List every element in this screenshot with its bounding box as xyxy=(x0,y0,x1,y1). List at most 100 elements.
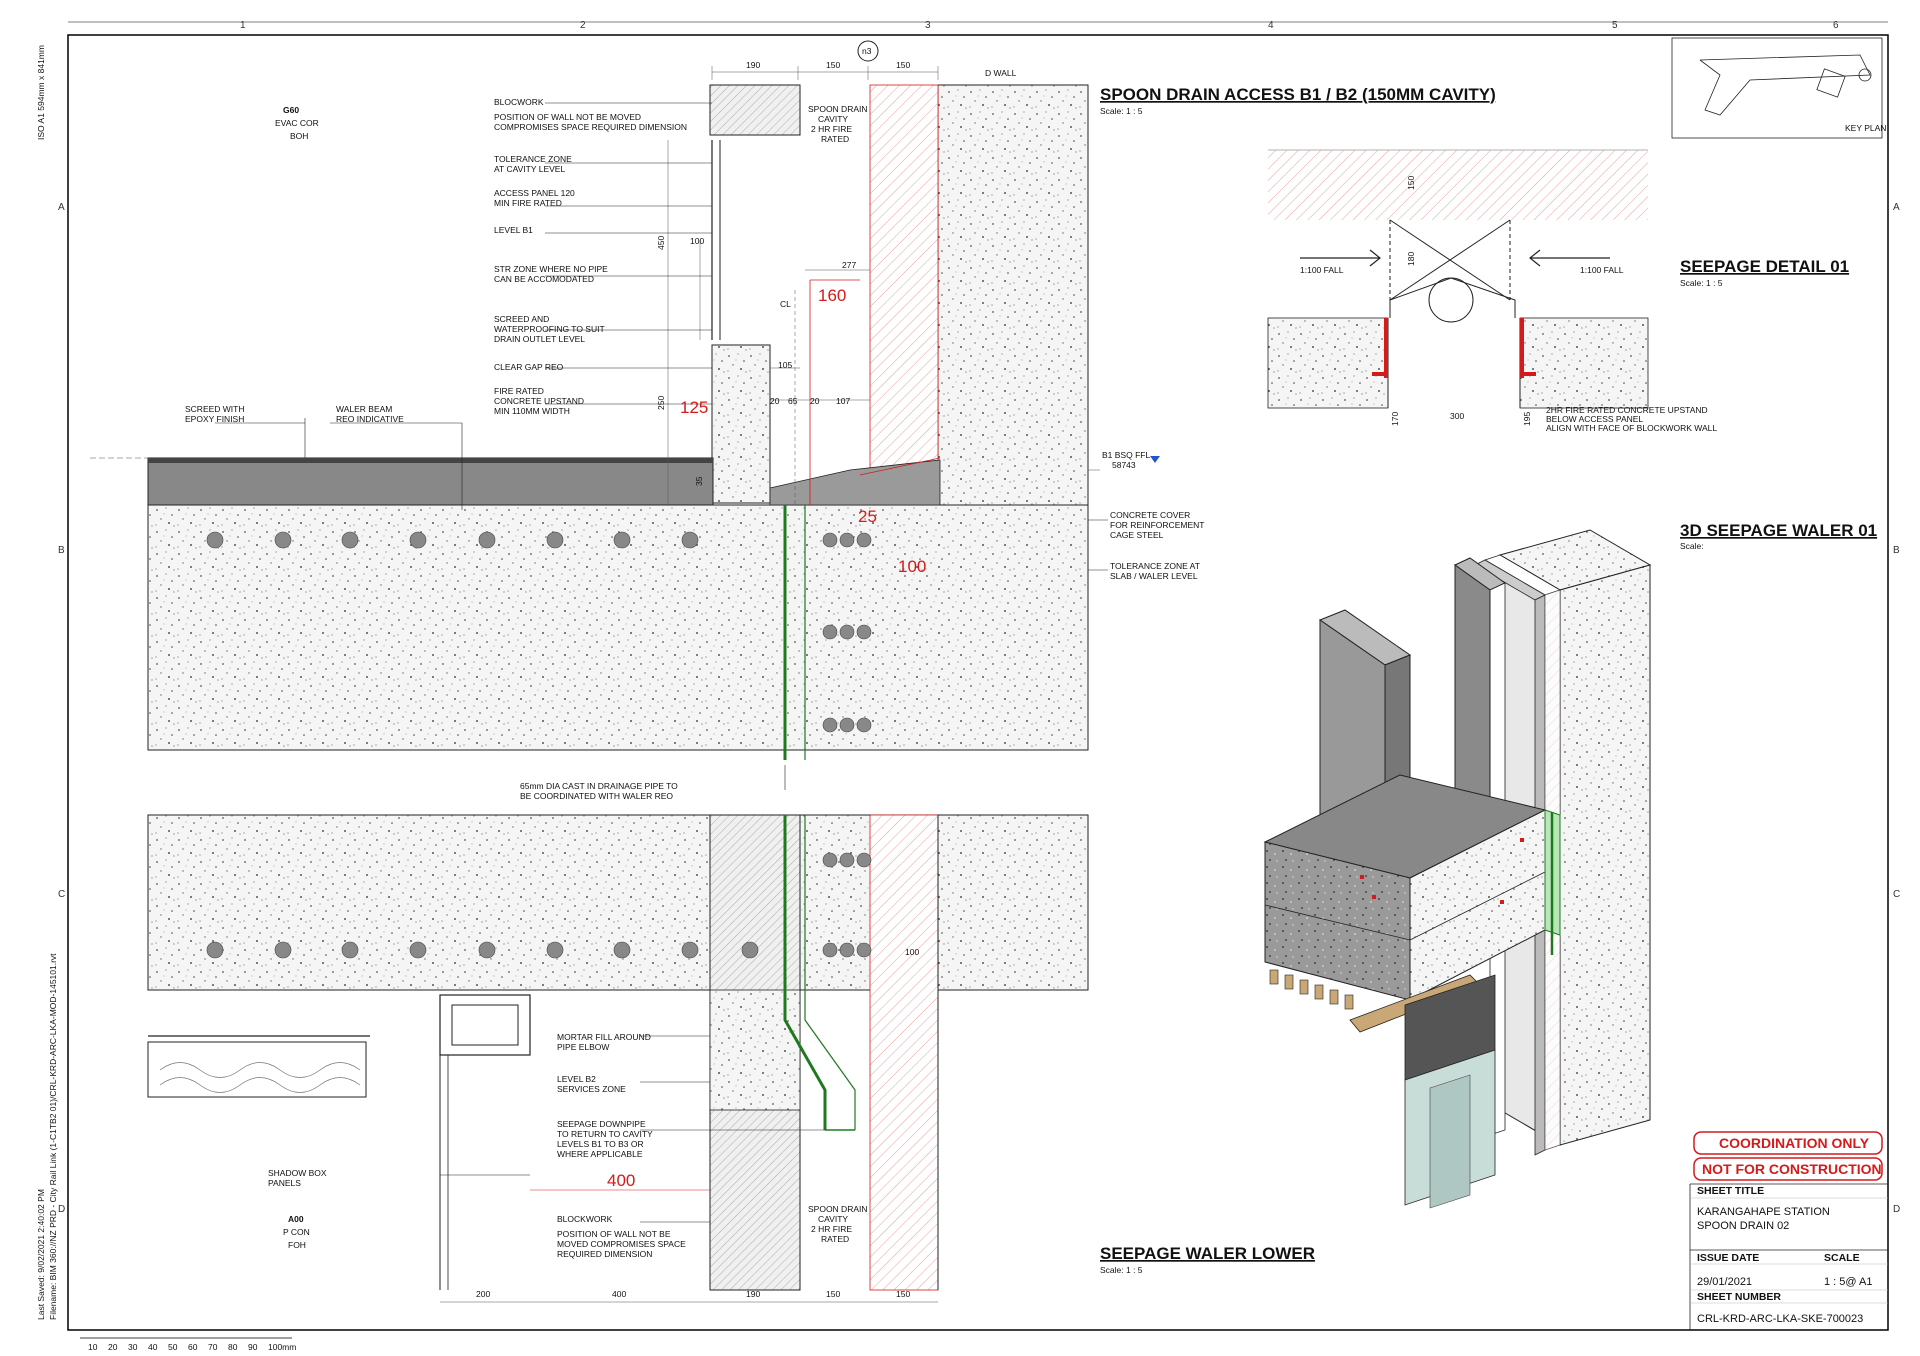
grid-row-b-right: B xyxy=(1893,545,1900,556)
last-saved: Last Saved: 9/02/2021 2:40:02 PM xyxy=(36,1189,46,1320)
note-waler-1: WALER BEAM xyxy=(336,404,392,414)
spoon-bot-3: 2 HR FIRE xyxy=(811,1224,852,1234)
grid-row-a-right: A xyxy=(1893,202,1900,213)
stamp-coordination: COORDINATION ONLY xyxy=(1719,1135,1870,1151)
dim-65: 65 xyxy=(788,396,798,406)
dim-190: 190 xyxy=(746,60,760,70)
note-mortar-2: PIPE ELBOW xyxy=(557,1042,609,1052)
seep-dim-150: 150 xyxy=(1406,176,1416,190)
svg-text:90: 90 xyxy=(248,1342,258,1352)
note-level-b2-1: LEVEL B2 xyxy=(557,1074,596,1084)
room-pcon: P CON xyxy=(283,1227,310,1237)
note-tol-1: TOLERANCE ZONE xyxy=(494,154,572,164)
shadow-box-panel xyxy=(147,1041,367,1098)
note-fire-2: CONCRETE UPSTAND xyxy=(494,396,584,406)
dim-150-a: 150 xyxy=(826,60,840,70)
svg-text:40: 40 xyxy=(148,1342,158,1352)
grid-row-c: C xyxy=(58,889,65,900)
tb-sheet-no-label: SHEET NUMBER xyxy=(1697,1291,1781,1303)
title-block xyxy=(1689,1131,1888,1330)
note-clear-gap: CLEAR GAP REO xyxy=(494,362,564,372)
note-pipe-2: BE COORDINATED WITH WALER REO xyxy=(520,791,673,801)
dim-35: 35 xyxy=(694,476,704,486)
svg-text:50: 50 xyxy=(168,1342,178,1352)
note-tol2-1: TOLERANCE ZONE AT xyxy=(1110,561,1200,571)
dim-b400: 400 xyxy=(612,1289,626,1299)
spoon-top-3: 2 HR FIRE xyxy=(811,124,852,134)
view-scale-seepage: Scale: 1 : 5 xyxy=(1680,278,1723,288)
isometric-waler-model xyxy=(1263,529,1652,1209)
view-scale-3d: Scale: xyxy=(1680,541,1704,551)
key-plan-drawing xyxy=(1699,54,1872,116)
concrete-upstand xyxy=(711,344,771,504)
dim-lines-upper xyxy=(90,66,1100,505)
seepage-fire-zone xyxy=(1268,150,1648,220)
grid-col-4: 4 xyxy=(1268,20,1274,31)
svg-text:30: 30 xyxy=(128,1342,138,1352)
grid-col-3: 3 xyxy=(925,20,931,31)
dim-100-b: 100 xyxy=(905,947,919,957)
tb-sheet-no: CRL-KRD-ARC-LKA-SKE-700023 xyxy=(1697,1313,1863,1325)
grid-col-6: 6 xyxy=(1833,20,1839,31)
file-name: Filename: BIM 360://NZ PRD - City Rail L… xyxy=(48,953,58,1320)
key-plan-label: KEY PLAN xyxy=(1845,123,1886,133)
tb-issue-date: 29/01/2021 xyxy=(1697,1276,1752,1288)
fall-arrows xyxy=(1300,249,1610,267)
note-cover-1: CONCRETE COVER xyxy=(1110,510,1190,520)
note-screed-1: SCREED AND xyxy=(494,314,549,324)
grid-row-b: B xyxy=(58,545,65,556)
red-dim-125: 125 xyxy=(680,398,708,417)
level-ffl-1: B1 BSQ FFL xyxy=(1102,450,1150,460)
grid-row-a: A xyxy=(58,202,65,213)
note-tol-2: AT CAVITY LEVEL xyxy=(494,164,565,174)
spoon-top-1: SPOON DRAIN xyxy=(808,104,868,114)
seepage-slab-left xyxy=(1267,317,1389,409)
room-g60: G60 xyxy=(283,105,299,115)
note-tol2-2: SLAB / WALER LEVEL xyxy=(1110,571,1198,581)
seep-dim-195: 195 xyxy=(1522,412,1532,426)
note-blk2-4: REQUIRED DIMENSION xyxy=(557,1249,652,1259)
spoon-bot-1: SPOON DRAIN xyxy=(808,1204,868,1214)
note-blockwork-1: BLOCWORK xyxy=(494,97,544,107)
note-level-b1: LEVEL B1 xyxy=(494,225,533,235)
tb-sheet-title-1: KARANGAHAPE STATION xyxy=(1697,1206,1830,1218)
note-blk2-2: POSITION OF WALL NOT BE xyxy=(557,1229,671,1239)
dim-105: 105 xyxy=(778,360,792,370)
seepage-downpipe xyxy=(783,815,827,1130)
dim-150-b: 150 xyxy=(896,60,910,70)
seepage-slab-right xyxy=(1519,317,1649,409)
note-fire-3: MIN 110MM WIDTH xyxy=(494,406,570,416)
svg-text:100mm: 100mm xyxy=(268,1342,296,1352)
note-down-1: SEEPAGE DOWNPIPE xyxy=(557,1119,646,1129)
dim-20-b: 20 xyxy=(810,396,820,406)
level-ffl-2: 58743 xyxy=(1112,460,1136,470)
note-shadow-2: PANELS xyxy=(268,1178,301,1188)
svg-text:70: 70 xyxy=(208,1342,218,1352)
grid-row-d: D xyxy=(58,1204,65,1215)
screed-layer xyxy=(147,457,714,506)
spoon-bot-2: CAVITY xyxy=(818,1214,848,1224)
fire-zone-lower xyxy=(869,814,939,1291)
reo-bars-lower xyxy=(206,852,872,959)
dim-100: 100 xyxy=(690,236,704,246)
note-upstand-3: ALIGN WITH FACE OF BLOCKWORK WALL xyxy=(1546,423,1717,433)
label-cl: CL xyxy=(780,299,791,309)
view-marker-label: n3 xyxy=(862,46,872,56)
leader-lines-lower xyxy=(440,1035,938,1303)
note-waler-2: REO INDICATIVE xyxy=(336,414,404,424)
fall-left-label: 1:100 FALL xyxy=(1300,265,1344,275)
dim-20-a: 20 xyxy=(770,396,780,406)
stamp-not-construction: NOT FOR CONSTRUCTION xyxy=(1702,1161,1882,1177)
seepage-access-panel xyxy=(1389,219,1516,323)
dim-b150-b: 150 xyxy=(896,1289,910,1299)
svg-text:80: 80 xyxy=(228,1342,238,1352)
grid-row-d-right: D xyxy=(1893,1204,1900,1215)
room-evac: EVAC COR xyxy=(275,118,319,128)
grid-col-2: 2 xyxy=(580,20,586,31)
grid-col-5: 5 xyxy=(1612,20,1618,31)
note-down-2: TO RETURN TO CAVITY xyxy=(557,1129,653,1139)
fall-right-label: 1:100 FALL xyxy=(1580,265,1624,275)
view-scale-main: Scale: 1 : 5 xyxy=(1100,106,1143,116)
note-screed-epoxy-2: EPOXY FINISH xyxy=(185,414,244,424)
